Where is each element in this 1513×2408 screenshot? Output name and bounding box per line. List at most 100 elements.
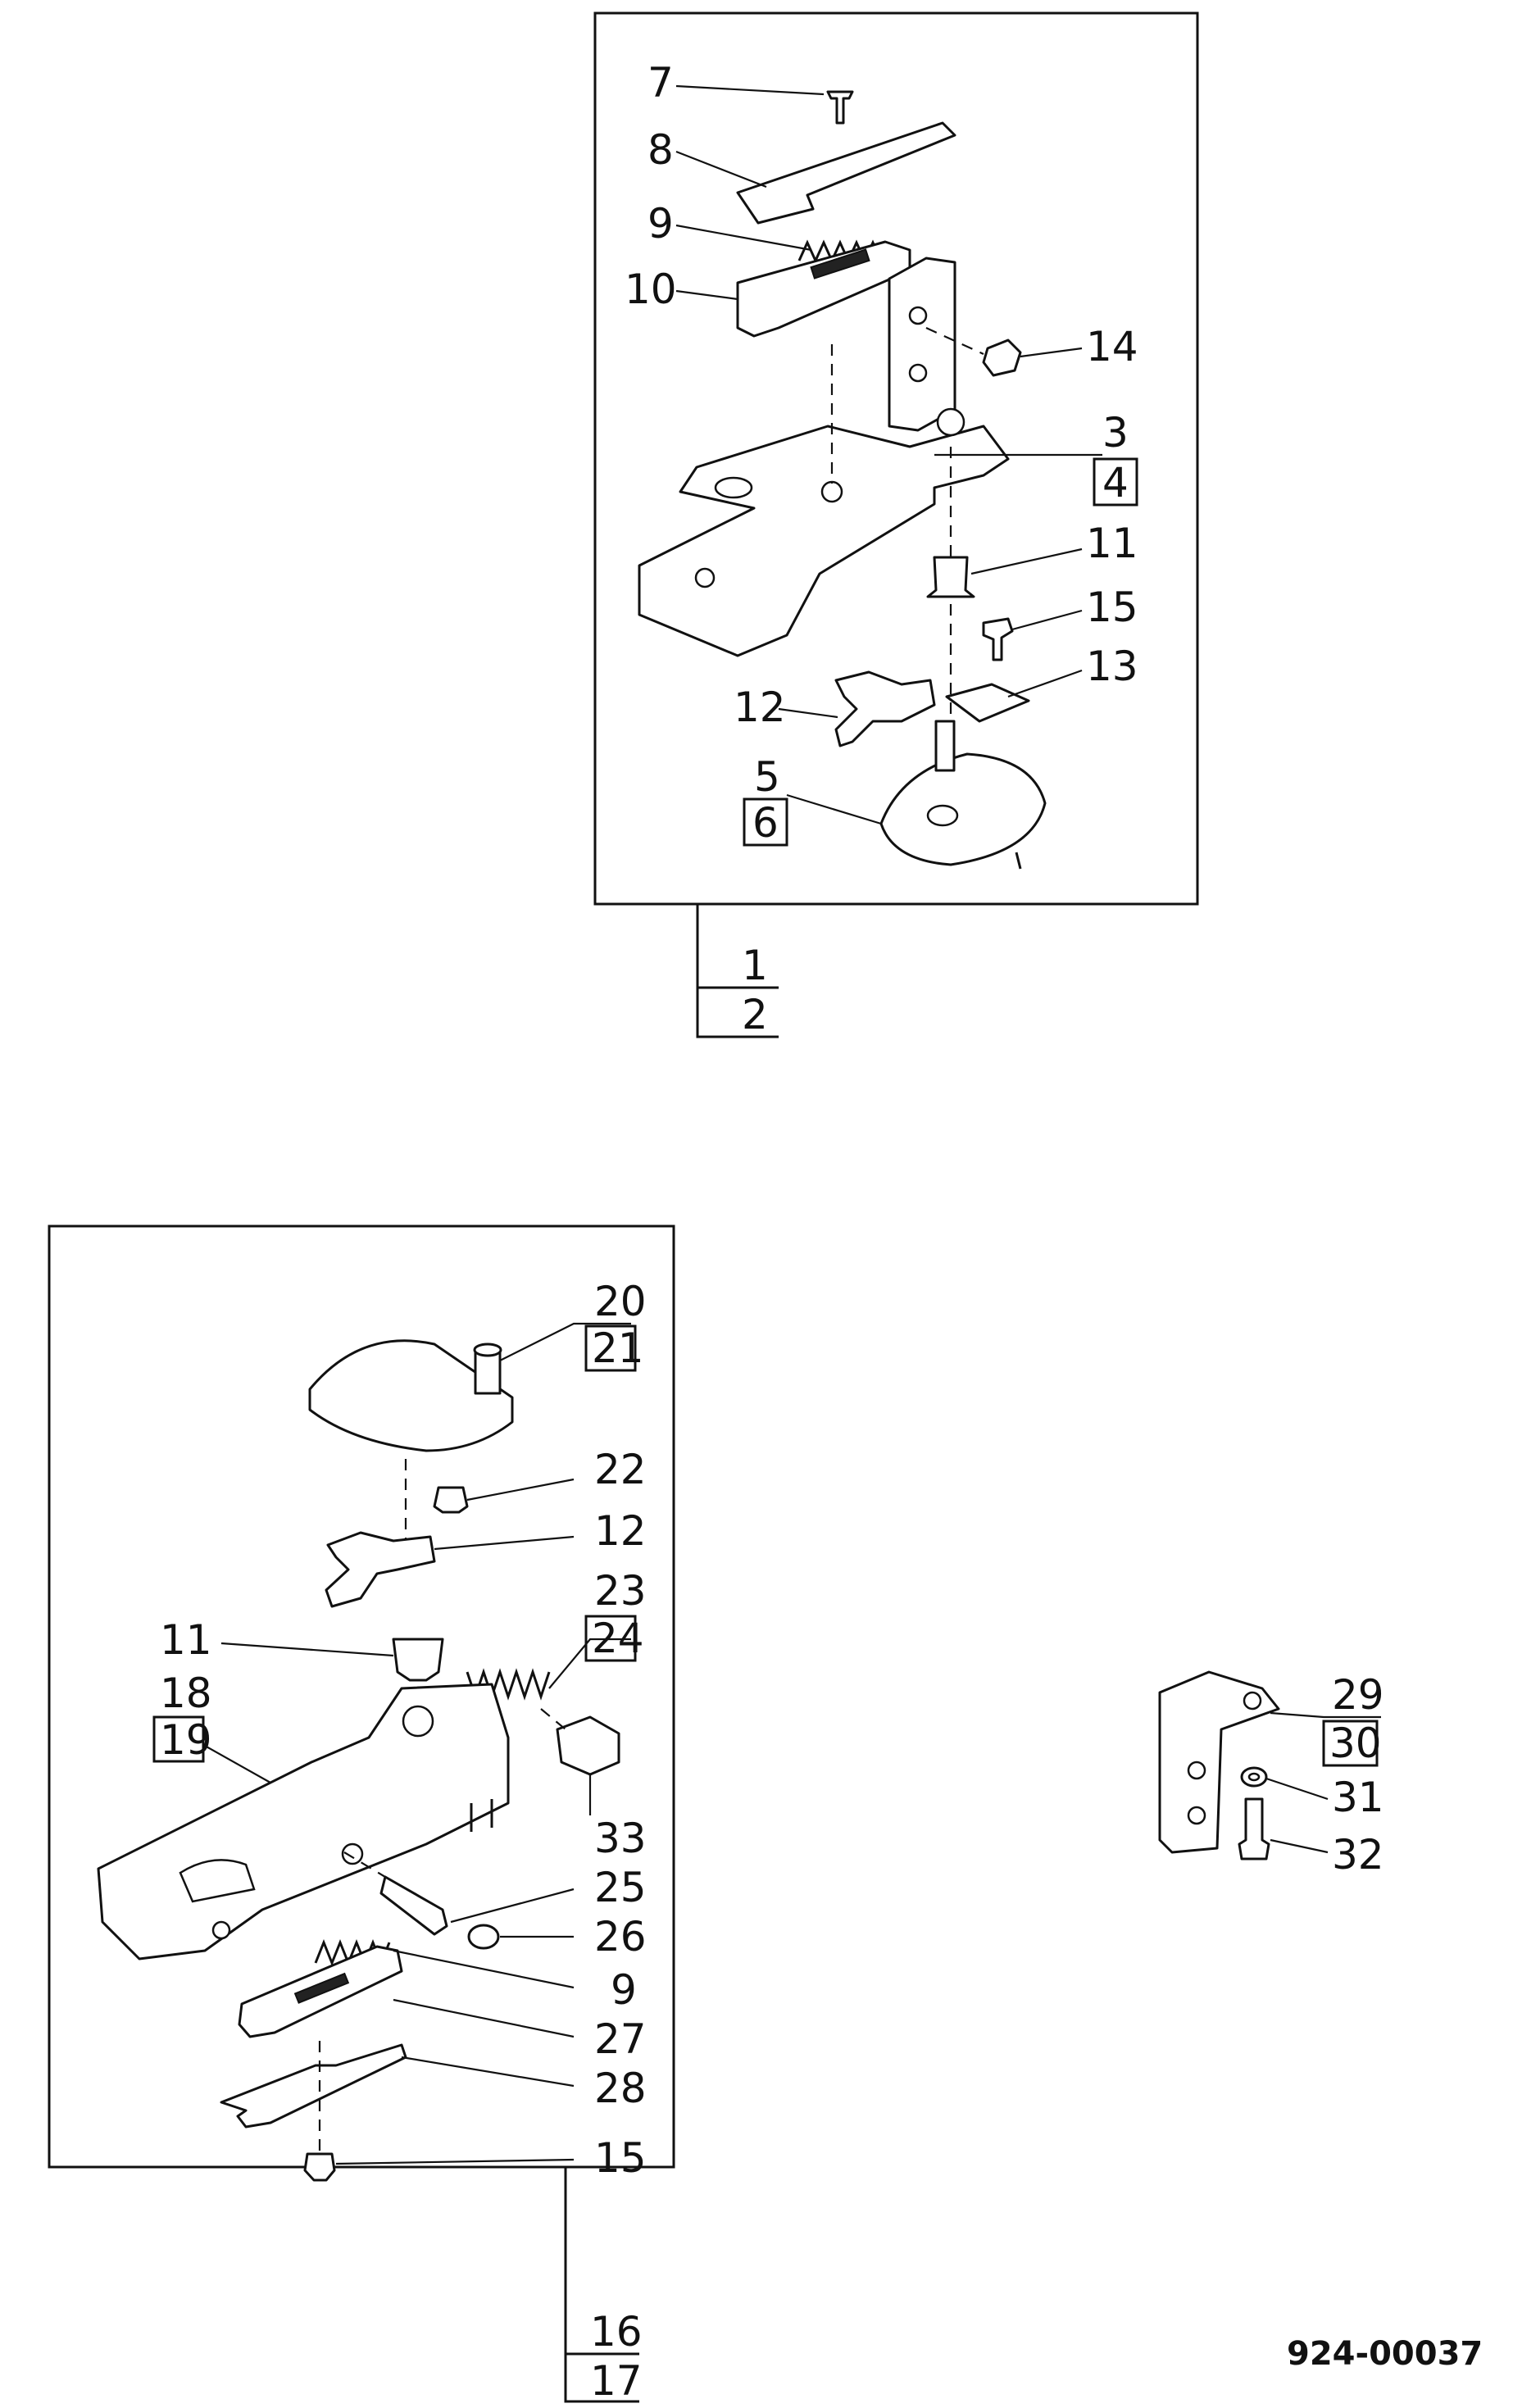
- callout-19-box: [152, 1715, 205, 1763]
- plate-28-drawing: [220, 2043, 407, 2129]
- callout-30-box: [1322, 1720, 1379, 1767]
- callout-11: 11: [1086, 520, 1138, 567]
- callout-6-box: [743, 797, 788, 847]
- l-bracket-hole-lower: [1187, 1806, 1206, 1825]
- bracket-hole-lower: [908, 363, 928, 383]
- callout-25: 25: [594, 1864, 647, 1911]
- round-base-stub: [1015, 852, 1022, 870]
- assembly-bracket-a: [696, 904, 779, 1038]
- leader-31: [1265, 1777, 1329, 1801]
- leader-12: [778, 707, 838, 719]
- leader-18-19: [204, 1745, 271, 1783]
- callout-14: 14: [1086, 323, 1138, 370]
- cap-pin: [474, 1347, 502, 1395]
- callout-4-box: [1093, 457, 1138, 507]
- leader-14: [1020, 347, 1083, 358]
- cap-drawing: [308, 1339, 514, 1452]
- group-a-frame: [593, 11, 1199, 906]
- callout-32: 32: [1332, 1831, 1384, 1879]
- callout-7: 7: [647, 59, 674, 107]
- leader-9: [675, 224, 812, 252]
- leader-28: [401, 2056, 575, 2088]
- base-plate-pivot: [936, 407, 966, 437]
- assembly-1: 1: [742, 942, 768, 989]
- callout-21-box: [584, 1324, 637, 1372]
- cap-pin-top: [473, 1343, 502, 1357]
- screw-drawing: [826, 90, 854, 125]
- callout-23: 23: [594, 1567, 647, 1615]
- leader-7: [675, 84, 825, 96]
- callout-13: 13: [1086, 643, 1138, 690]
- cap-26-drawing: [467, 1924, 500, 1950]
- group-a: 7 8 9 10 14 3 4 11 15 12 13 5 6 1 2: [593, 11, 1199, 1038]
- leader-15: [1011, 609, 1083, 631]
- callout-31: 31: [1332, 1774, 1384, 1821]
- block-33-drawing: [556, 1715, 620, 1776]
- leader-9b: [393, 1949, 575, 1989]
- slider-27-slot: [293, 1972, 350, 2004]
- slider-slot-drawing: [810, 248, 870, 279]
- callout-30: 30: [1329, 1720, 1382, 1767]
- assembly-16: 16: [590, 2308, 643, 2356]
- leader-27: [393, 1998, 575, 2038]
- leader-15b: [335, 2158, 575, 2165]
- screw-25-drawing: [379, 1875, 448, 1936]
- base-plate-drawing: [638, 425, 1010, 657]
- base-plate-center: [820, 480, 843, 503]
- screw-25-axis: [343, 1851, 386, 1878]
- callout-26: 26: [594, 1913, 647, 1960]
- leader-23-24: [548, 1638, 631, 1689]
- leader-5-6: [786, 793, 882, 825]
- callout-9: 9: [647, 200, 674, 248]
- bracket-hole-upper: [908, 306, 928, 325]
- screw-32-drawing: [1238, 1797, 1270, 1861]
- callout-12: 12: [734, 684, 786, 731]
- callout-18: 18: [160, 1670, 212, 1717]
- leader-32: [1270, 1838, 1329, 1854]
- callout-8: 8: [647, 126, 674, 174]
- callout-4: 4: [1102, 459, 1129, 507]
- leader-10: [675, 289, 738, 301]
- upright-bracket-drawing: [888, 257, 956, 432]
- spring-axis: [540, 1708, 566, 1730]
- leader-25: [450, 1888, 575, 1924]
- callout-6: 6: [752, 799, 779, 847]
- spring-b-drawing: [466, 1668, 551, 1701]
- main-body-hole-a: [341, 1842, 364, 1865]
- assembly-bracket-b: [564, 2167, 639, 2403]
- main-body-hole-b: [211, 1920, 231, 1940]
- callout-19: 19: [160, 1716, 212, 1764]
- leader-12b: [434, 1535, 575, 1551]
- side-screw-axis: [925, 326, 984, 356]
- square-plate-drawing: [945, 683, 1030, 723]
- l-bracket-drawing: [1158, 1670, 1280, 1854]
- leader-20-21: [499, 1322, 631, 1361]
- callout-20: 20: [594, 1278, 647, 1325]
- washer-31-hole: [1247, 1772, 1261, 1782]
- leader-11b: [220, 1642, 394, 1657]
- callout-12b: 12: [594, 1507, 647, 1555]
- main-body-cutout: [179, 1859, 256, 1903]
- leader-13: [1007, 669, 1083, 698]
- round-base-drawing: [879, 752, 1047, 866]
- l-bracket-top-hole: [1243, 1691, 1262, 1711]
- leader-11: [970, 547, 1083, 575]
- group-c: 29 30 31 32: [1158, 1670, 1384, 1879]
- callout-29: 29: [1332, 1671, 1384, 1719]
- callout-15b: 15: [594, 2134, 647, 2182]
- main-body-top-hole: [402, 1705, 434, 1738]
- callout-15: 15: [1086, 584, 1138, 631]
- callout-11b: 11: [160, 1616, 212, 1664]
- round-base-hole: [926, 804, 959, 827]
- callout-3: 3: [1102, 409, 1129, 457]
- small-screw-drawing: [982, 617, 1014, 661]
- callout-10: 10: [625, 266, 677, 313]
- l-bracket-hole-upper: [1187, 1761, 1206, 1780]
- leader-22: [466, 1478, 575, 1502]
- callout-22: 22: [594, 1446, 647, 1493]
- bushing-drawing: [926, 556, 975, 598]
- side-screw-drawing: [982, 338, 1022, 377]
- callout-24-box: [584, 1615, 637, 1662]
- callout-33: 33: [594, 1815, 647, 1862]
